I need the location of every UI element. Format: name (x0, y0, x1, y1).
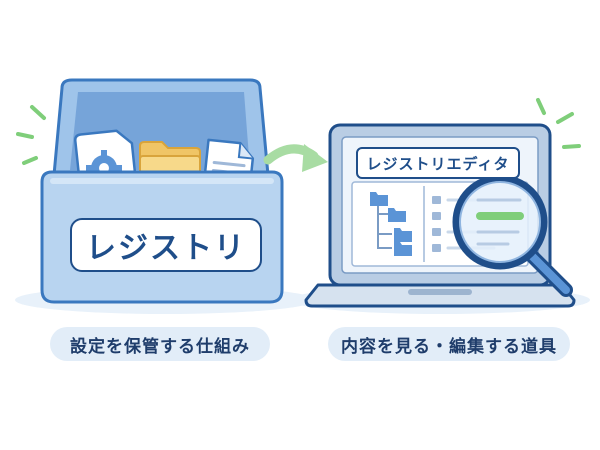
caption-left: 設定を保管する仕組み (50, 327, 270, 361)
arrow-icon (263, 144, 328, 172)
registry-box (40, 78, 284, 304)
registry-box-label: レジストリ (70, 218, 262, 272)
registry-editor-title: レジストリエディタ (356, 147, 520, 179)
sparkle-right-icon (536, 98, 581, 149)
sparkle-left-icon (16, 105, 46, 165)
caption-right: 内容を見る・編集する道具 (328, 327, 570, 361)
magnifier-icon (452, 174, 573, 297)
tree-view (370, 192, 412, 256)
